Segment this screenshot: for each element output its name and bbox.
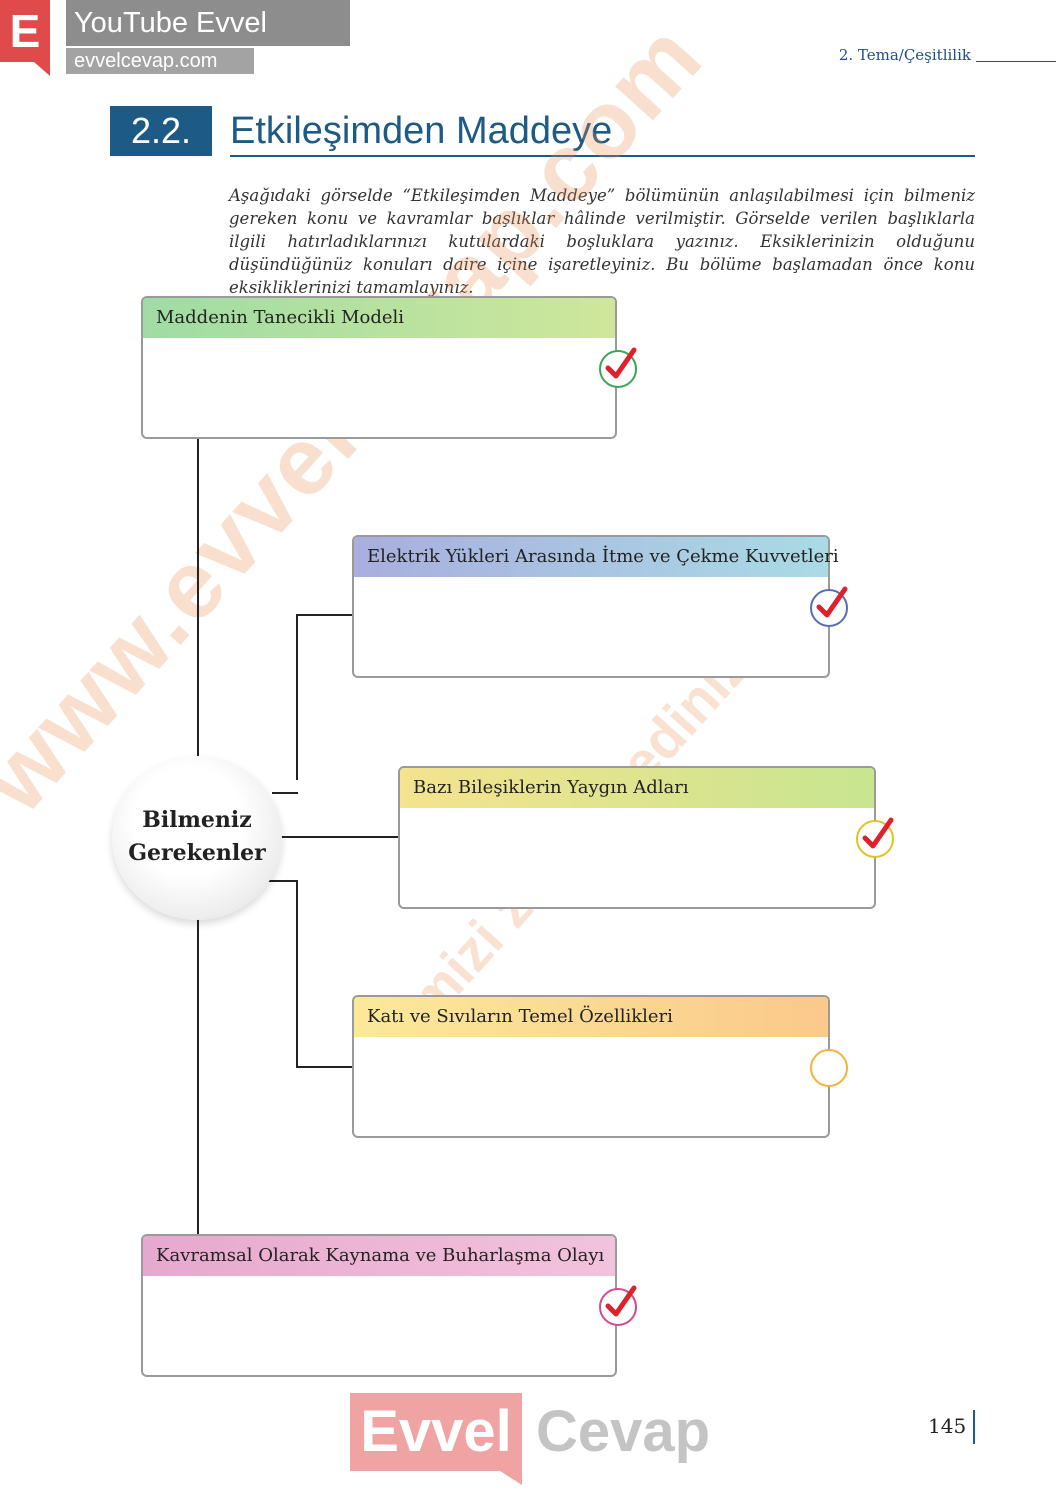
brand-youtube-label[interactable]: YouTube Evvel Cevap xyxy=(66,0,350,85)
topic-box-5-checkmark-icon[interactable] xyxy=(599,1285,637,1326)
brand-logo-letter: E xyxy=(0,0,50,76)
footer-logo-evvel: Evvel xyxy=(350,1393,522,1485)
section-number: 2.2. xyxy=(110,106,212,156)
topic-box-5-title: Kavramsal Olarak Kaynama ve Buharlaşma O… xyxy=(143,1236,615,1276)
connector-topic-4-bottom xyxy=(296,1066,352,1068)
topic-box-2[interactable]: Elektrik Yükleri Arasında İtme ve Çekme … xyxy=(352,535,848,678)
topic-box-3[interactable]: Bazı Bileşiklerin Yaygın Adları xyxy=(398,766,894,909)
topic-box-2-checkmark-icon[interactable] xyxy=(810,586,848,627)
connector-spine-top xyxy=(197,437,199,757)
connector-topic-3 xyxy=(280,836,398,838)
topic-box-4-title: Katı ve Sıvıların Temel Özellikleri xyxy=(354,997,828,1037)
page-number-rule xyxy=(973,1410,975,1444)
center-node: Bilmeniz Gerekenler xyxy=(112,756,282,920)
topic-box-2-title: Elektrik Yükleri Arasında İtme ve Çekme … xyxy=(354,537,839,577)
topic-box-1-checkmark-icon[interactable] xyxy=(599,347,637,388)
topic-box-3-checkmark-icon[interactable] xyxy=(856,817,894,858)
connector-topic-2-vertical xyxy=(296,614,298,780)
center-node-line-2: Gerekenler xyxy=(128,840,266,866)
topic-box-5[interactable]: Kavramsal Olarak Kaynama ve Buharlaşma O… xyxy=(141,1234,637,1377)
topic-box-1[interactable]: Maddenin Tanecikli Modeli xyxy=(141,296,637,439)
intro-paragraph: Aşağıdaki görselde “Etkileşimden Maddeye… xyxy=(229,186,975,297)
connector-topic-4-vertical xyxy=(296,880,298,1068)
section-title: Etkileşimden Maddeye xyxy=(230,110,613,152)
connector-topic-2-top xyxy=(296,614,352,616)
section-title-rule xyxy=(230,155,975,157)
center-node-line-1: Bilmeniz xyxy=(142,807,252,833)
connector-spine-bottom xyxy=(197,918,199,1236)
footer-logo-cevap: Cevap xyxy=(536,1399,711,1464)
topic-box-4-empty-circle-icon[interactable] xyxy=(810,1049,848,1087)
brand-url-label[interactable]: evvelcevap.com xyxy=(66,48,254,74)
topic-box-4[interactable]: Katı ve Sıvıların Temel Özellikleri xyxy=(352,995,848,1138)
page-number: 145 xyxy=(928,1414,967,1438)
topic-box-3-title: Bazı Bileşiklerin Yaygın Adları xyxy=(400,768,874,808)
theme-header-rule xyxy=(976,61,1056,62)
connector-topic-2-bottom xyxy=(272,792,298,794)
connector-topic-4-top xyxy=(266,880,298,882)
connector-to-topic-2 xyxy=(272,614,352,794)
theme-header: 2. Tema/Çeşitlilik xyxy=(838,46,971,64)
topic-box-1-title: Maddenin Tanecikli Modeli xyxy=(143,298,615,338)
